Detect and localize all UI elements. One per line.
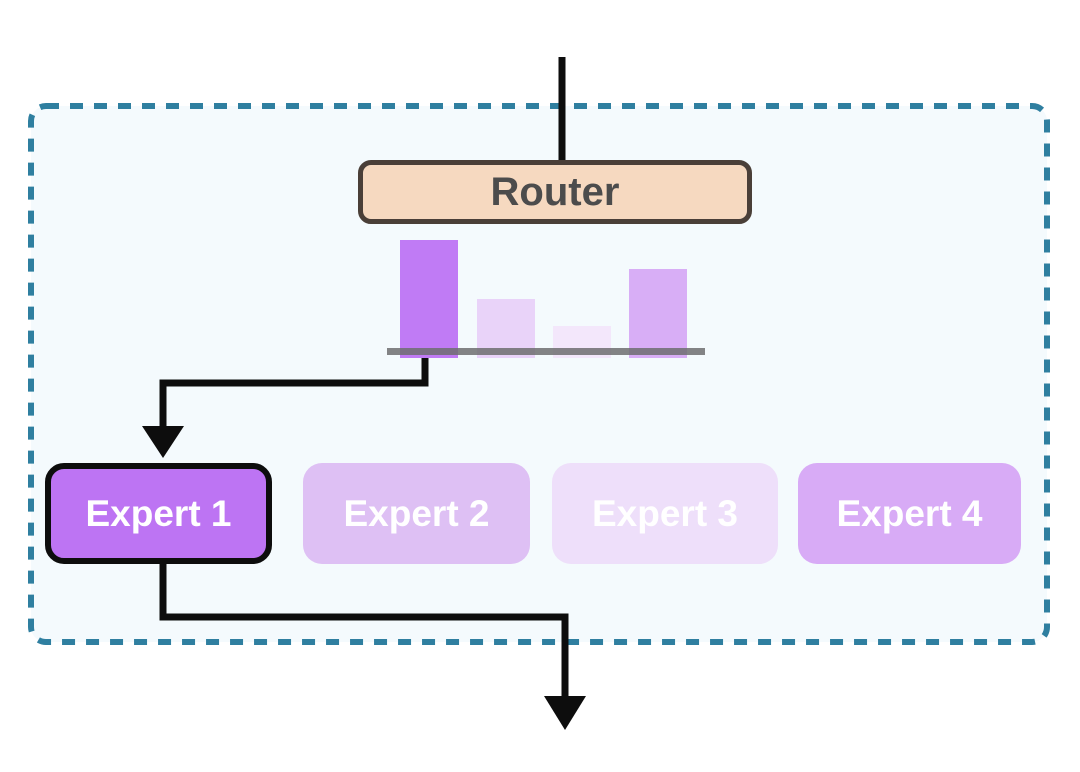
output-arrow-line bbox=[159, 560, 569, 699]
router-box: Router bbox=[358, 160, 752, 224]
expert-2-label: Expert 2 bbox=[343, 492, 490, 534]
expert-1-box: Expert 1 bbox=[45, 463, 272, 564]
expert-4-label: Expert 4 bbox=[836, 492, 983, 534]
probability-bar-expert-4 bbox=[629, 269, 687, 358]
routing-arrow-line bbox=[159, 350, 429, 430]
router-label: Router bbox=[490, 169, 620, 214]
expert-1-label: Expert 1 bbox=[85, 492, 232, 534]
chart-baseline bbox=[387, 348, 705, 355]
output-arrow-head bbox=[544, 696, 586, 730]
expert-3-label: Expert 3 bbox=[591, 492, 738, 534]
expert-2-box: Expert 2 bbox=[303, 463, 530, 564]
probability-bar-expert-1 bbox=[400, 240, 458, 358]
moe-dashed-panel bbox=[28, 103, 1050, 645]
routing-arrow-head bbox=[142, 426, 184, 458]
router-probabilities-chart bbox=[387, 240, 705, 358]
expert-4-box: Expert 4 bbox=[798, 463, 1021, 564]
expert-3-box: Expert 3 bbox=[552, 463, 778, 564]
